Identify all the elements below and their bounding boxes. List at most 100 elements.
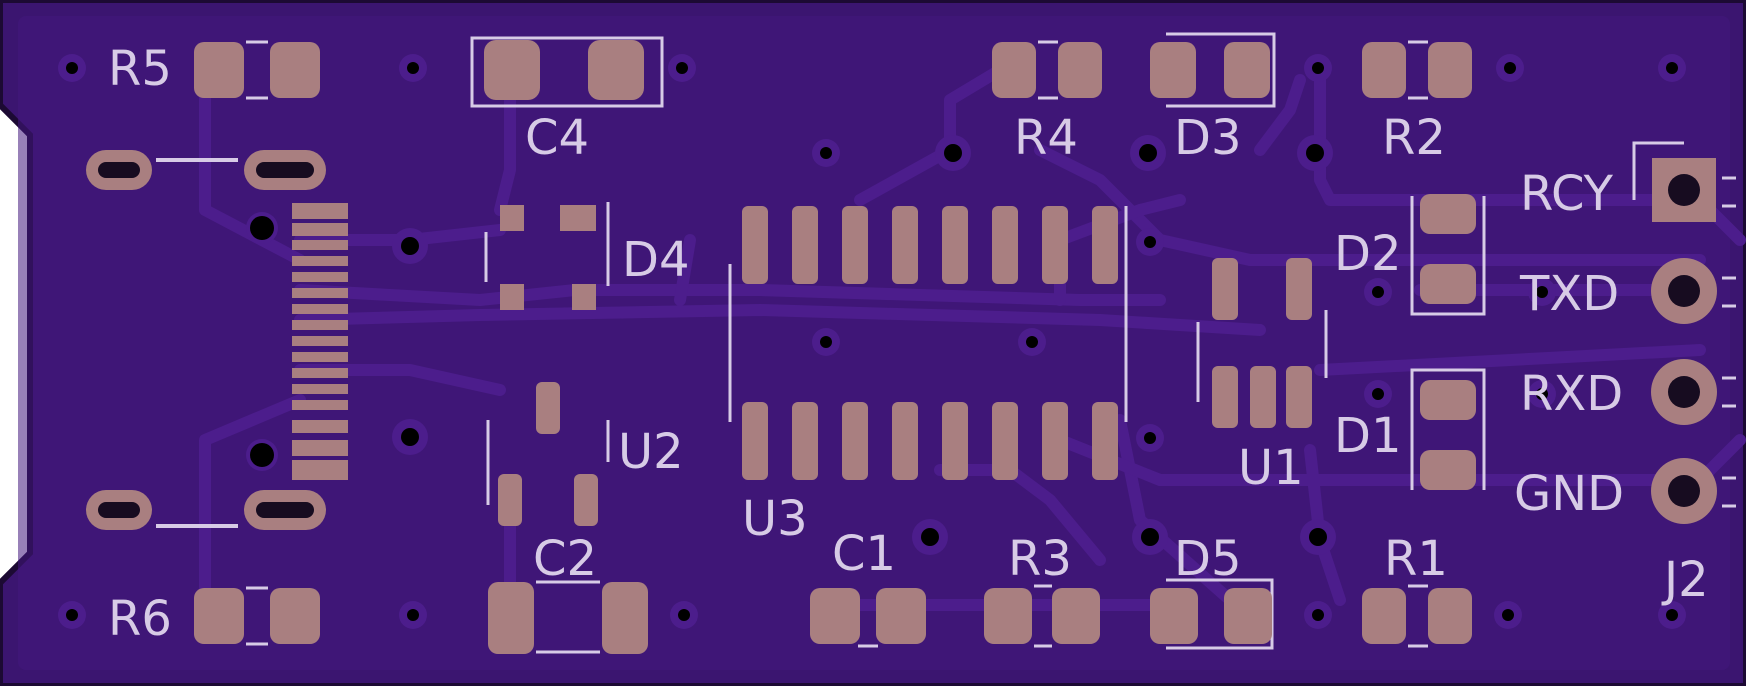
via — [1130, 135, 1166, 171]
via — [1528, 380, 1556, 408]
pin-label-rxd: RXD — [1520, 366, 1623, 422]
via — [1494, 601, 1522, 629]
via — [392, 419, 428, 455]
via — [812, 139, 840, 167]
ref-c4: C4 — [525, 110, 589, 166]
u3-pad — [792, 402, 818, 480]
usb-pin — [292, 288, 348, 298]
usb-pin — [292, 203, 348, 219]
u2-footprint — [486, 382, 610, 526]
j2-pin-1 — [1652, 158, 1716, 222]
d4-footprint — [484, 202, 610, 310]
via — [935, 135, 971, 171]
u3-pad — [942, 206, 968, 284]
usb-shell-pad — [244, 150, 326, 190]
via — [246, 439, 278, 471]
r6-footprint — [194, 586, 320, 646]
via — [1364, 278, 1392, 306]
u3-pad — [1042, 402, 1068, 480]
pin-label-gnd: GND — [1514, 466, 1624, 522]
usb-pin — [292, 304, 348, 314]
ref-d2: D2 — [1334, 226, 1402, 282]
j2-pin-3 — [1651, 359, 1717, 425]
usb-pin — [292, 336, 348, 346]
u3-pad — [892, 402, 918, 480]
u3-pad — [1042, 206, 1068, 284]
usb-pin — [292, 240, 348, 250]
ref-u2: U2 — [618, 424, 684, 480]
u3-pad — [842, 206, 868, 284]
ref-d5: D5 — [1174, 531, 1242, 587]
via — [58, 601, 86, 629]
ref-d3: D3 — [1174, 110, 1242, 166]
u1-footprint — [1196, 258, 1328, 428]
u3-pad — [892, 206, 918, 284]
u3-pad — [1092, 206, 1118, 284]
c1-footprint — [810, 588, 926, 648]
via — [1136, 424, 1164, 452]
usb-connector — [86, 150, 348, 530]
via — [1528, 278, 1556, 306]
r3-footprint — [984, 584, 1100, 648]
d2-footprint — [1410, 194, 1486, 316]
via — [1658, 601, 1686, 629]
c2-footprint — [488, 580, 648, 654]
ref-r6: R6 — [108, 591, 172, 647]
r2-footprint — [1362, 40, 1472, 100]
via — [812, 328, 840, 356]
r1-footprint — [1362, 584, 1472, 648]
u3-pad — [742, 402, 768, 480]
u3-pad — [1092, 402, 1118, 480]
ref-u3: U3 — [742, 491, 808, 547]
via — [1364, 380, 1392, 408]
j2-header — [1632, 141, 1736, 524]
via — [1496, 54, 1524, 82]
via — [1018, 328, 1046, 356]
usb-pin — [292, 320, 348, 330]
usb-pin — [292, 460, 348, 480]
r5-footprint — [194, 40, 320, 100]
via — [399, 601, 427, 629]
copper-pour — [18, 16, 1730, 670]
via — [1297, 135, 1333, 171]
d1-footprint — [1410, 368, 1486, 490]
pin-label-rcy: RCY — [1520, 166, 1614, 222]
ref-r2: R2 — [1382, 110, 1446, 166]
c4-footprint — [470, 36, 664, 108]
ref-u1: U1 — [1238, 440, 1304, 496]
ref-c2: C2 — [533, 531, 597, 587]
via — [58, 54, 86, 82]
pin-label-txd: TXD — [1519, 266, 1619, 322]
ref-r5: R5 — [108, 41, 172, 97]
via — [1304, 54, 1332, 82]
via — [392, 228, 428, 264]
via — [668, 54, 696, 82]
ref-r1: R1 — [1384, 531, 1448, 587]
ref-r3: R3 — [1008, 531, 1072, 587]
u3-pin-rows — [742, 206, 1118, 480]
via — [246, 212, 278, 244]
u3-pad — [992, 206, 1018, 284]
via — [1136, 228, 1164, 256]
j2-pin-4 — [1651, 458, 1717, 524]
ref-c1: C1 — [832, 526, 896, 582]
ref-j2: J2 — [1661, 552, 1709, 608]
u3-pad — [942, 402, 968, 480]
u3-footprint — [728, 206, 1128, 480]
d3-footprint — [1150, 32, 1276, 108]
via — [1300, 519, 1336, 555]
ref-d4: D4 — [622, 232, 690, 288]
usb-pin — [292, 440, 348, 456]
ref-d1: D1 — [1334, 408, 1402, 464]
via — [1658, 54, 1686, 82]
r4-footprint — [992, 40, 1102, 100]
usb-pin — [292, 272, 348, 282]
usb-pin — [292, 368, 348, 378]
usb-pin — [292, 384, 348, 394]
via — [670, 601, 698, 629]
j2-pin-2 — [1651, 258, 1717, 324]
usb-pin — [292, 256, 348, 266]
via — [912, 519, 948, 555]
u3-pad — [792, 206, 818, 284]
